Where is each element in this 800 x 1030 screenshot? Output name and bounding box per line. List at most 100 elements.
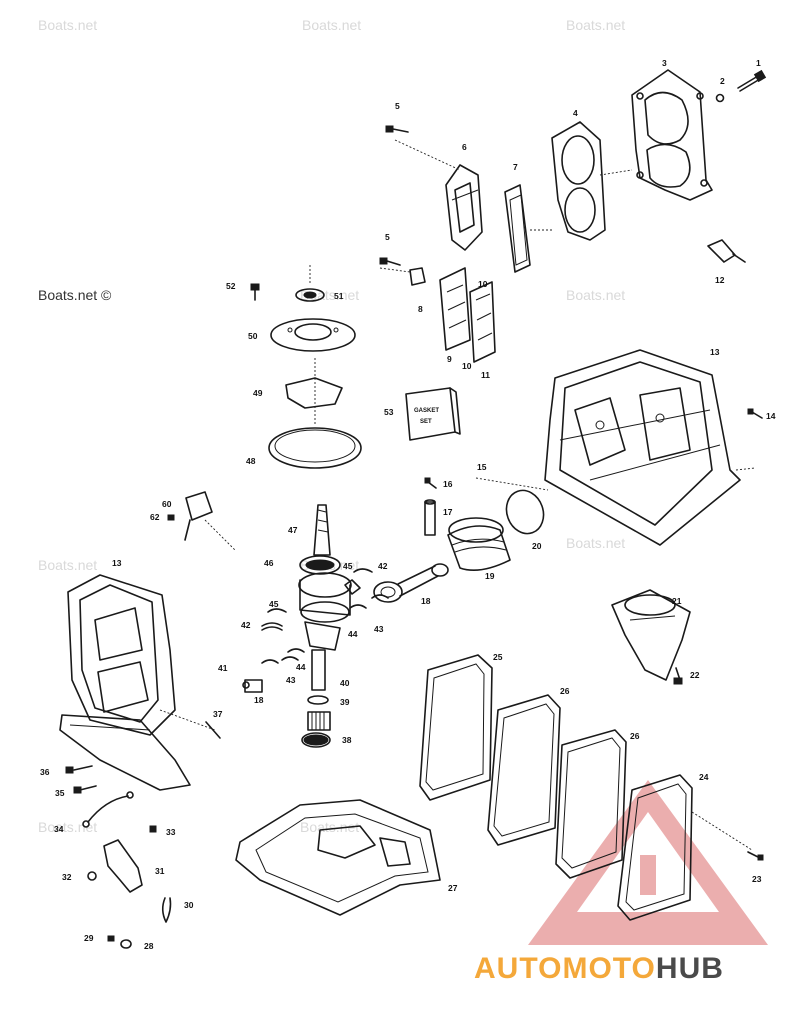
callout-label: 20 (532, 541, 542, 551)
head-bolt (715, 69, 767, 103)
callout-label: 39 (340, 697, 350, 707)
callout-label: 41 (218, 663, 228, 673)
callout-label: 29 (84, 933, 94, 943)
misc-screws (159, 491, 221, 739)
base-gasket (235, 799, 441, 916)
cover-gasket (504, 184, 531, 273)
temperature-sensor (707, 239, 746, 263)
callout-label: 3 (662, 58, 667, 68)
callout-label: 16 (443, 479, 453, 489)
callout-label: 18 (254, 695, 264, 705)
cover-plates (419, 654, 764, 921)
watermark-prominent: Boats.net © (38, 287, 112, 303)
callout-label: 1 (756, 58, 761, 68)
head-gasket (551, 121, 606, 241)
cylinder-head (631, 69, 713, 201)
callout-label: 53 (384, 407, 394, 417)
callout-label: 32 (62, 872, 72, 882)
callout-label: 10 (462, 361, 472, 371)
linkage-parts (65, 765, 172, 949)
callout-label: 25 (493, 652, 503, 662)
callout-label: 45 (343, 561, 353, 571)
piston-pin (424, 477, 549, 536)
callout-label: 18 (421, 596, 431, 606)
watermark: Boats.net (300, 819, 359, 835)
callout-label: 27 (448, 883, 458, 893)
watermark: Boats.net (300, 287, 359, 303)
reed-plates (409, 267, 496, 363)
piston-ring (505, 489, 545, 535)
crankshaft-bearings (301, 695, 331, 748)
gasket-set-box: GASKET SET (405, 387, 461, 441)
callout-label: 12 (715, 275, 725, 285)
callout-label: 42 (378, 561, 388, 571)
automotohub-logo: AUTOMOTOHUB (474, 780, 768, 985)
transfer-cover (445, 164, 483, 251)
gasket-set-label: GASKET (414, 408, 439, 414)
callout-label: 46 (264, 558, 274, 568)
callout-label: 26 (560, 686, 570, 696)
callout-label: 30 (184, 900, 194, 910)
callout-label: 21 (672, 596, 682, 606)
callout-label: 5 (385, 232, 390, 242)
callout-label: 9 (447, 354, 452, 364)
callout-label: 19 (485, 571, 495, 581)
callout-label: 11 (481, 370, 490, 380)
callout-label: 7 (513, 162, 518, 172)
flywheel-parts (250, 265, 362, 469)
callout-label: 26 (630, 731, 640, 741)
callout-label: 47 (288, 525, 298, 535)
callout-label: 49 (253, 388, 263, 398)
callout-label: 42 (241, 620, 251, 630)
callout-label: 10 (478, 279, 488, 289)
crankcase-screw (747, 408, 763, 419)
logo-text: AUTOMOTOHUB (474, 952, 724, 985)
crankshaft (298, 504, 352, 691)
watermark: Boats.net (302, 17, 361, 33)
callout-label: 6 (462, 142, 467, 152)
callout-label: 62 (150, 512, 160, 522)
watermark: Boats.net (566, 287, 625, 303)
callout-label: 36 (40, 767, 50, 777)
callout-label: 52 (226, 281, 236, 291)
callout-label: 17 (443, 507, 453, 517)
crankcase-upper (544, 349, 741, 546)
logo-triangle-icon (528, 780, 768, 945)
callout-label: 14 (766, 411, 776, 421)
connecting-rod (242, 563, 449, 693)
callout-label: 37 (213, 709, 223, 719)
gasket-set-label: SET (420, 419, 432, 425)
callout-label: 38 (342, 735, 352, 745)
callout-label: 24 (699, 772, 709, 782)
watermark: Boats.net (566, 535, 625, 551)
callout-numbers: 1 2 3 4 5 5 6 7 8 9 10 10 11 12 13 13 14… (40, 58, 776, 951)
callout-label: 8 (418, 304, 423, 314)
piston (447, 517, 511, 571)
watermark: Boats.net (566, 17, 625, 33)
callout-label: 23 (752, 874, 762, 884)
callout-label: 48 (246, 456, 256, 466)
callout-label: 44 (296, 662, 306, 672)
watermark: Boats.net (38, 17, 97, 33)
callout-label: 13 (112, 558, 122, 568)
leader-lines (204, 139, 756, 551)
callout-label: 40 (340, 678, 350, 688)
callout-label: 28 (144, 941, 154, 951)
callout-label: 35 (55, 788, 65, 798)
callout-label: 50 (248, 331, 258, 341)
callout-label: 43 (374, 624, 384, 634)
callout-label: 22 (690, 670, 700, 680)
watermark: Boats.net (38, 557, 97, 573)
callout-label: 13 (710, 347, 720, 357)
callout-label: 45 (269, 599, 279, 609)
callout-label: 15 (477, 462, 487, 472)
cover-screw (379, 125, 409, 266)
intake-manifold (611, 589, 691, 685)
callout-label: 33 (166, 827, 176, 837)
callout-label: 4 (573, 108, 578, 118)
callout-label: 51 (334, 291, 344, 301)
callout-label: 5 (395, 101, 400, 111)
callout-label: 34 (54, 824, 64, 834)
